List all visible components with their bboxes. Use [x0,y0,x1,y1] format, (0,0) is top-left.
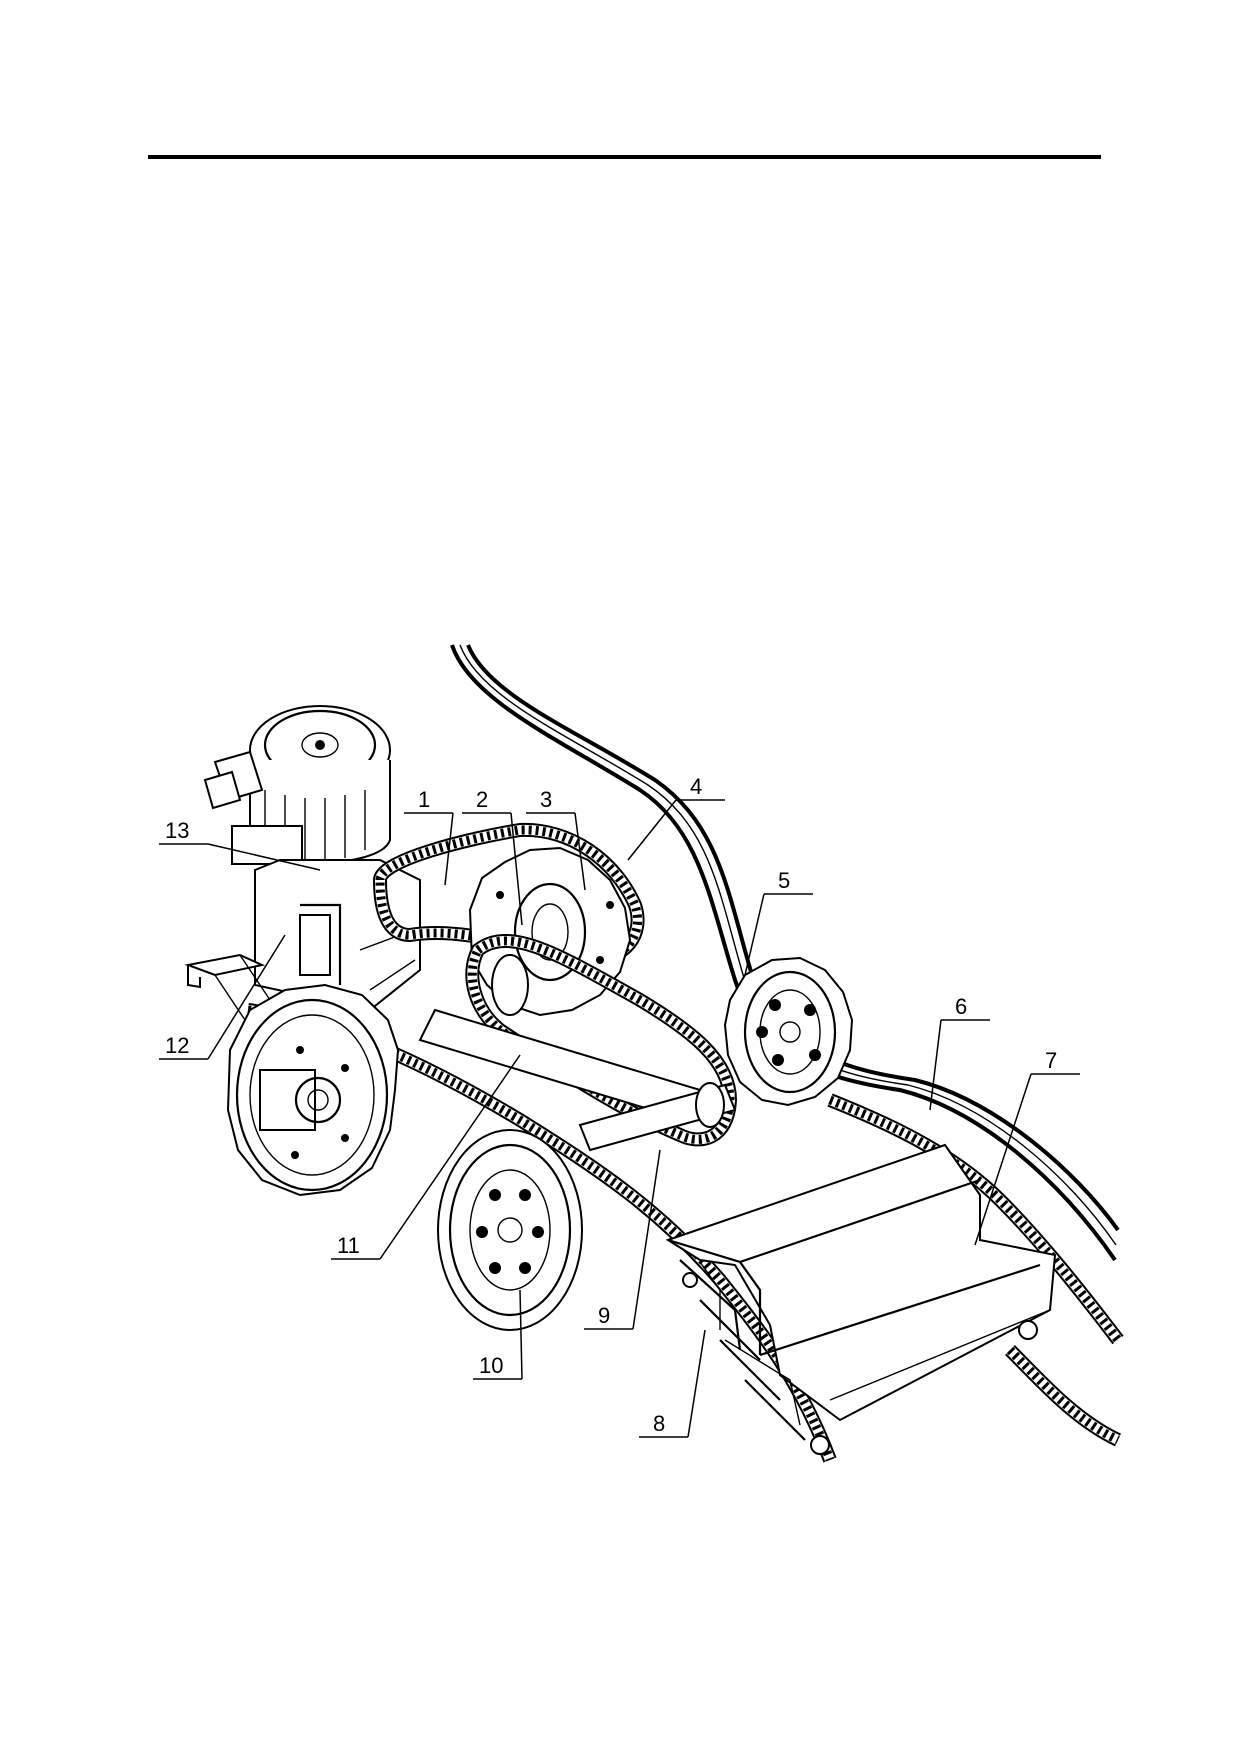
callout-number-9: 9 [598,1303,610,1328]
right-sprocket [723,956,854,1107]
callout-number-13: 13 [165,818,189,843]
callout-number-5: 5 [778,868,790,893]
callout-leader [974,1073,1032,1246]
callout-leader [207,843,321,871]
carrier-trough [665,1143,1057,1426]
callout-leader [510,812,523,926]
callout-number-10: 10 [479,1353,503,1378]
drive-chain [372,822,645,968]
callout-number-7: 7 [1045,1048,1057,1073]
callout-leader [744,893,765,976]
callout-number-3: 3 [540,787,552,812]
callout-number-2: 2 [476,787,488,812]
motor-gearbox-assembly [203,705,421,1012]
callout-leader [632,1149,661,1330]
callout-number-12: 12 [165,1033,189,1058]
callout-leader [687,1329,706,1438]
callout-number-8: 8 [653,1411,665,1436]
main-shaft [418,954,737,1152]
header-rule [148,155,1101,159]
idler-wheel [437,1129,583,1331]
callout-leader [627,799,677,861]
callout-leader [379,1054,521,1260]
callout-number-11: 11 [337,1233,360,1258]
chain-slats [679,1259,1038,1455]
callout-leader [444,812,454,886]
callout-leader [207,934,286,1060]
callout-number-4: 4 [690,774,702,799]
callout-number-6: 6 [955,994,967,1019]
left-drive-sprocket [226,983,400,1197]
callout-leader [929,1019,942,1111]
callout-leader [574,812,586,891]
callout-number-1: 1 [418,787,430,812]
callout-leader [519,1289,523,1380]
